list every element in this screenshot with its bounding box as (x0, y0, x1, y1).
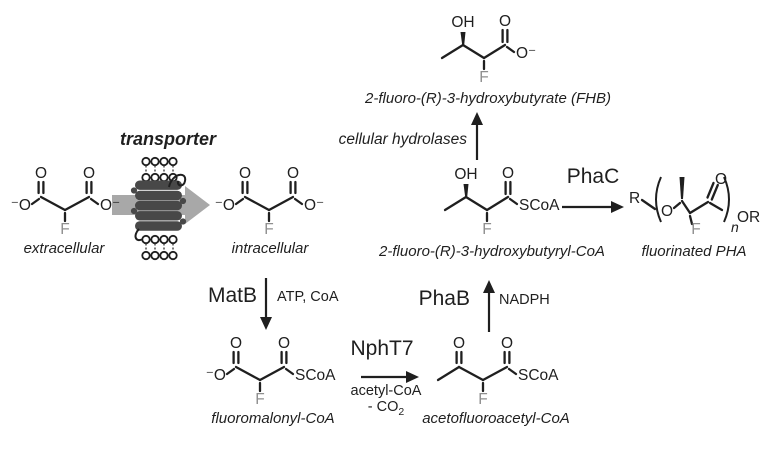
hydroxyl-label: OH (454, 166, 477, 183)
bond-skeleton (443, 180, 519, 223)
r-group-label: R (629, 190, 640, 207)
repeat-n-label: n (731, 219, 739, 235)
acetofluoroacetyl-coa-structure: O O SCoA F (436, 335, 559, 408)
oxygen-label: O (502, 165, 514, 182)
lipid-bilayer-top-icon (141, 156, 178, 183)
scoa-label: SCoA (518, 367, 559, 384)
bond-skeleton (225, 350, 295, 393)
fluorine-label: F (691, 221, 700, 238)
phab-cofactor-label: NADPH (499, 292, 550, 308)
intracellular-fluoromalonate-structure: O O ⁻O O⁻ F (215, 165, 325, 238)
matb-enzyme-label: MatB (207, 284, 257, 307)
phac-arrow (562, 201, 624, 213)
fluorine-label: F (255, 391, 264, 408)
fluorine-label: F (482, 221, 491, 238)
matb-cofactor-label: ATP, CoA (277, 289, 339, 305)
transporter-icon (112, 156, 210, 261)
carboxylate-label: O⁻ (304, 197, 324, 214)
wedge-bond (460, 32, 466, 45)
or-group-label: OR (737, 209, 760, 226)
fluorinated-pha-structure: R O O F n OR (629, 171, 760, 238)
ester-oxygen-label: O (661, 203, 673, 220)
bond-skeleton (440, 28, 516, 71)
oxygen-label: O (453, 335, 465, 352)
fluorine-label: F (479, 69, 488, 86)
hydrolases-arrow (471, 112, 483, 160)
wedge-bond (679, 177, 685, 199)
hydroxyl-label: OH (451, 14, 474, 31)
fhb-label: 2-fluoro-(R)-3-hydroxybutyrate (FHB) (365, 90, 611, 107)
oxygen-label: O (715, 171, 727, 188)
co2-text: - CO (367, 399, 399, 415)
carboxylate-label: ⁻O (11, 197, 31, 214)
bond-skeleton (640, 176, 730, 226)
bond-skeleton (30, 180, 100, 223)
protein-loop-top-icon (168, 173, 187, 188)
npht7-arrow (361, 371, 419, 383)
oxygen-label: O (278, 335, 290, 352)
oxygen-label: O (239, 165, 251, 182)
oxygen-label: O (499, 13, 511, 30)
oxygen-label: O (230, 335, 242, 352)
carboxylate-label: ⁻O (206, 367, 226, 384)
acetofluoroacetyl-coa-label: acetofluoroacetyl-CoA (422, 410, 570, 427)
fluorine-label: F (264, 221, 273, 238)
open-paren (655, 176, 662, 223)
carboxylate-label: O⁻ (100, 197, 120, 214)
oxygen-label: O (501, 335, 513, 352)
carboxylate-label: O⁻ (516, 45, 536, 62)
fluorine-label: F (60, 221, 69, 238)
phab-arrow (483, 280, 495, 332)
lipid-bilayer-bottom-icon (141, 234, 178, 261)
phab-enzyme-label: PhaB (418, 287, 470, 310)
bond-skeleton (436, 350, 518, 393)
oxygen-label: O (287, 165, 299, 182)
wedge-bond (463, 184, 469, 197)
hydrolases-label: cellular hydrolases (338, 131, 467, 148)
hydroxybutyryl-coa-label: 2-fluoro-(R)-3-hydroxybutyryl-CoA (379, 243, 605, 260)
oxygen-label: O (35, 165, 47, 182)
transporter-label: transporter (119, 129, 217, 149)
oxygen-label: O (83, 165, 95, 182)
phac-enzyme-label: PhaC (566, 165, 620, 188)
hydroxybutyryl-coa-structure: OH O SCoA F (443, 165, 560, 238)
extracellular-fluoromalonate-structure: O O ⁻O O⁻ F (11, 165, 121, 238)
fluorinated-pha-label: fluorinated PHA (641, 243, 747, 260)
npht7-cofactor-label: acetyl-CoA (350, 383, 422, 399)
carboxylate-label: ⁻O (215, 197, 235, 214)
intracellular-label: intracellular (231, 240, 309, 257)
fluoromalonyl-coa-structure: O O ⁻O SCoA F (206, 335, 336, 408)
protein-loop-bottom-icon (134, 228, 144, 241)
fhb-structure: OH O O⁻ F (440, 13, 536, 86)
close-paren (723, 176, 730, 223)
npht7-byproduct-label: - CO2 (368, 399, 404, 418)
matb-arrow (260, 278, 272, 330)
co2-subscript: 2 (398, 405, 405, 418)
fluorine-label: F (478, 391, 487, 408)
scoa-label: SCoA (519, 197, 560, 214)
extracellular-label: extracellular (23, 240, 105, 257)
transporter-protein-icon (130, 180, 187, 231)
scoa-label: SCoA (295, 367, 336, 384)
fluoromalonyl-coa-label: fluoromalonyl-CoA (211, 410, 335, 427)
bond-skeleton (234, 180, 304, 223)
npht7-enzyme-label: NphT7 (350, 337, 414, 360)
